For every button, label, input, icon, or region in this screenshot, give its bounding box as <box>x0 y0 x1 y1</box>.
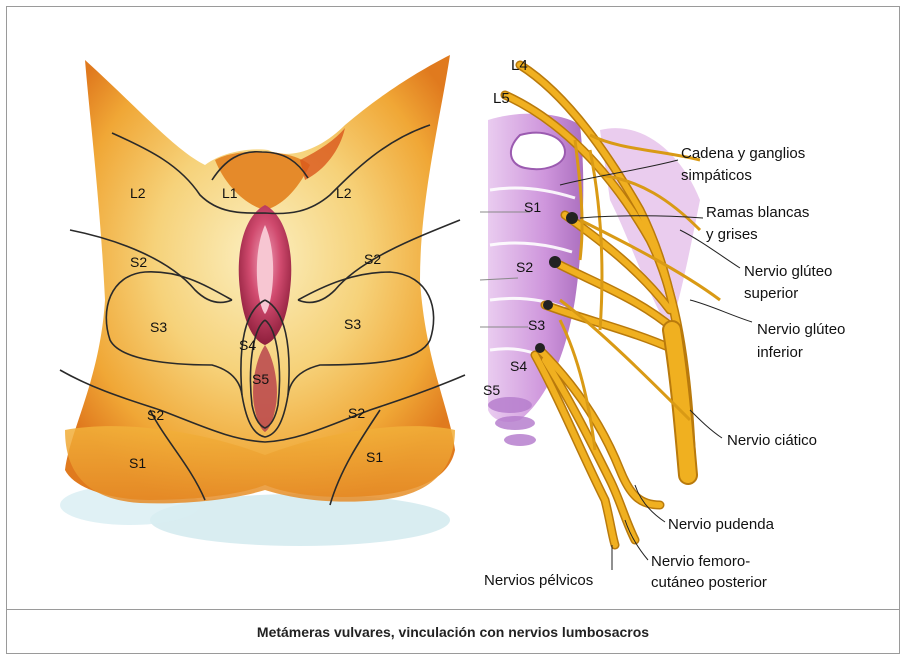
nerve-label: Cadena y ganglios <box>681 145 805 162</box>
leader-line <box>690 300 752 322</box>
nerve-label: cutáneo posterior <box>651 574 767 591</box>
segment-label: S5 <box>483 382 500 398</box>
nerve-label: Nervio glúteo <box>757 321 845 338</box>
nerve-label: Nervio ciático <box>727 432 817 449</box>
dermatome-label: L1 <box>222 185 238 201</box>
ganglion <box>535 343 545 353</box>
leader-line <box>690 410 722 438</box>
coccyx-segment <box>504 434 536 446</box>
coccyx-segment <box>488 397 532 413</box>
dermatome-label: S2 <box>130 254 147 270</box>
dermatome-label: S1 <box>366 449 383 465</box>
dermatome-label: S2 <box>348 405 365 421</box>
dermatome-label: L2 <box>130 185 146 201</box>
segment-label: L4 <box>511 57 528 74</box>
figure-illustration: L1 L2 L2 S2 S2 S3 S3 S4 S5 S2 S2 S1 S1 <box>0 0 908 610</box>
dermatome-label: S3 <box>344 316 361 332</box>
nerve-label: Nervio glúteo <box>744 263 832 280</box>
ganglion <box>543 300 553 310</box>
dermatome-label: S4 <box>239 337 256 353</box>
segment-label: S3 <box>528 317 545 333</box>
segment-label: L5 <box>493 90 510 107</box>
dermatome-label: S3 <box>150 319 167 335</box>
coccyx-segment <box>495 416 535 430</box>
nerve-label: inferior <box>757 344 803 361</box>
ganglion <box>549 256 561 268</box>
dermatome-label: L2 <box>336 185 352 201</box>
vertebra-body <box>511 133 565 169</box>
segment-label: S1 <box>524 199 541 215</box>
segment-label: S2 <box>516 259 533 275</box>
nerve-label: y grises <box>706 226 758 243</box>
dermatome-label: S2 <box>147 407 164 423</box>
nerve-label: simpáticos <box>681 167 752 184</box>
figure-caption: Metámeras vulvares, vinculación con nerv… <box>6 610 900 654</box>
dermatome-label: S1 <box>129 455 146 471</box>
nerve-label: Nervios pélvicos <box>484 572 593 589</box>
nerve-label: Nervio pudenda <box>668 516 775 533</box>
nerve-label: Ramas blancas <box>706 204 809 221</box>
plexus-illustration: L4 L5 S1 S2 S3 S4 S5 Cadena y ganglios s… <box>480 57 845 591</box>
dermatome-label: S2 <box>364 251 381 267</box>
ganglion <box>566 212 578 224</box>
nerve-label: superior <box>744 285 798 302</box>
dermatome-label: S5 <box>252 371 269 387</box>
segment-label: S4 <box>510 358 527 374</box>
vulva-illustration: L1 L2 L2 S2 S2 S3 S3 S4 S5 S2 S2 S1 S1 <box>60 55 465 546</box>
nerve-label: Nervio femoro- <box>651 553 750 570</box>
